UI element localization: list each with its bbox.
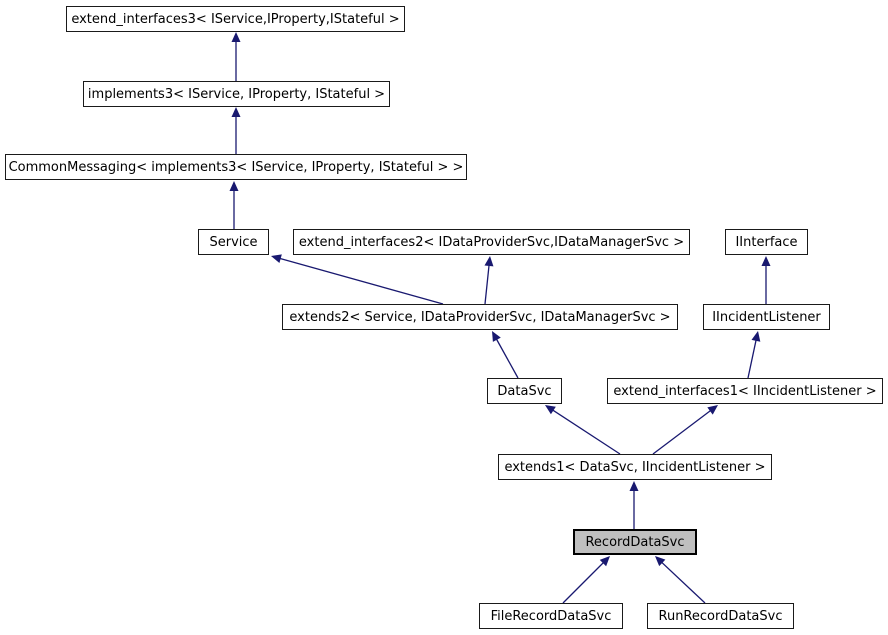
arrowhead-extends2-to-service [271,254,282,264]
edge-implements3-to-extend-interfaces3 [231,32,241,81]
node-implements3[interactable]: implements3< IService, IProperty, IState… [83,81,390,107]
arrowhead-extend-interfaces1-to-iincidentlistener [751,331,761,342]
node-iinterface[interactable]: IInterface [725,229,808,255]
node-extends1[interactable]: extends1< DataSvc, IIncidentListener > [498,454,772,480]
edge-run-record-data-svc-to-record-data-svc [655,556,706,604]
edge-extends2-to-service [271,254,444,305]
node-datasvc[interactable]: DataSvc [487,378,562,404]
edge-record-data-svc-to-extends1 [629,481,639,529]
arrowhead-service-to-common-messaging [229,181,239,191]
edge-service-to-common-messaging [229,181,239,229]
node-run-record-data-svc[interactable]: RunRecordDataSvc [647,603,794,629]
arrowhead-extends2-to-extend-interfaces2 [484,256,494,267]
arrowhead-run-record-data-svc-to-record-data-svc [655,556,666,567]
arrowhead-file-record-data-svc-to-record-data-svc [599,556,610,567]
arrowhead-implements3-to-extend-interfaces3 [231,32,241,42]
arrowhead-datasvc-to-extends2 [492,331,501,342]
edge-file-record-data-svc-to-record-data-svc [562,556,610,604]
node-service[interactable]: Service [198,229,269,255]
node-extend-interfaces1[interactable]: extend_interfaces1< IIncidentListener > [607,378,883,404]
edge-extends2-to-extend-interfaces2 [484,256,494,305]
arrowhead-iincidentlistener-to-iinterface [761,256,771,266]
arrowhead-common-messaging-to-implements3 [231,107,241,117]
node-extend-interfaces3[interactable]: extend_interfaces3< IService,IProperty,I… [66,6,405,32]
node-common-messaging[interactable]: CommonMessaging< implements3< IService, … [5,154,467,180]
node-iincidentlistener[interactable]: IIncidentListener [703,304,830,330]
arrowhead-extends1-to-datasvc [545,405,556,415]
node-record-data-svc: RecordDataSvc [573,529,697,555]
node-file-record-data-svc[interactable]: FileRecordDataSvc [479,603,623,629]
edge-extends1-to-datasvc [545,405,621,455]
node-extend-interfaces2[interactable]: extend_interfaces2< IDataProviderSvc,IDa… [293,229,690,255]
edge-iincidentlistener-to-iinterface [761,256,771,304]
edge-datasvc-to-extends2 [492,331,519,379]
node-extends2[interactable]: extends2< Service, IDataProviderSvc, IDa… [282,304,678,330]
arrowhead-record-data-svc-to-extends1 [629,481,639,491]
edge-extends1-to-extend-interfaces1 [652,405,718,455]
arrowhead-extends1-to-extend-interfaces1 [707,405,718,415]
edge-extend-interfaces1-to-iincidentlistener [747,331,761,379]
edge-common-messaging-to-implements3 [231,107,241,154]
